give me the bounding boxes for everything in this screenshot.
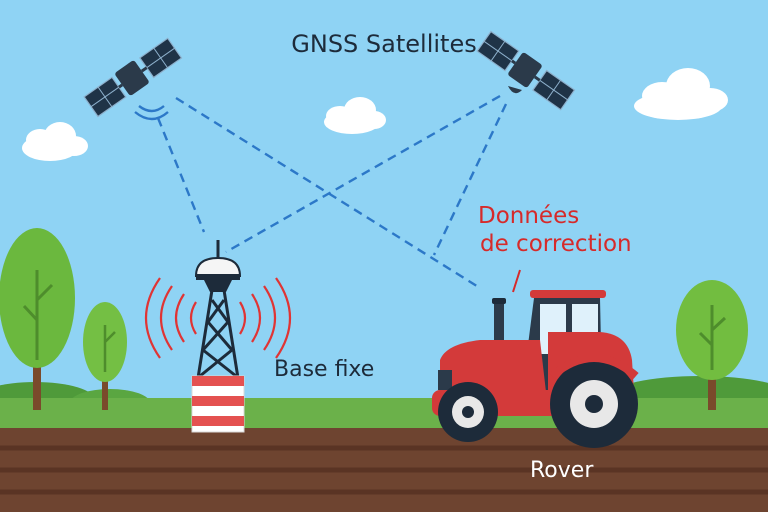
- link-sat2-rover: [432, 103, 508, 256]
- satellite-right-dish: [508, 86, 522, 94]
- link-sat1-base: [156, 117, 206, 233]
- correction-label-line2: de correction: [480, 231, 632, 257]
- tree-right: [676, 280, 748, 410]
- satellite-links: [156, 94, 508, 290]
- tractor-rover: [432, 290, 639, 448]
- satellites-title: GNSS Satellites: [291, 30, 477, 58]
- grass: [0, 398, 768, 430]
- satellite-left: [83, 37, 183, 118]
- correction-pointer: [512, 269, 521, 293]
- satellite-right: [476, 30, 576, 111]
- rover-label: Rover: [530, 458, 594, 483]
- tree-left: [0, 228, 75, 410]
- base-signal-icon: [144, 277, 292, 359]
- tree-left-small: [83, 302, 127, 410]
- satellite-left-signal-icon: [134, 105, 169, 121]
- cloud-right: [634, 68, 728, 120]
- base-station: [144, 240, 292, 433]
- cloud-center: [324, 97, 386, 134]
- cloud-left: [22, 122, 88, 161]
- link-sat2-base: [225, 94, 501, 254]
- correction-label-line1: Données: [478, 203, 580, 229]
- base-station-label: Base fixe: [274, 357, 375, 382]
- furrows: [0, 445, 768, 495]
